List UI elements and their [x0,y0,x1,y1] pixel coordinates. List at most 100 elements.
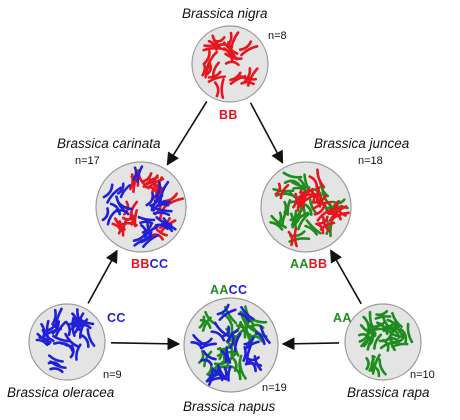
chromosome-A [239,317,251,340]
chromosome-A [291,181,311,193]
cell-napus [183,297,279,393]
genome-label-part: BB [308,257,328,271]
chromosome-B [129,209,138,228]
genome-label-part: BB [219,108,238,122]
chromosome-B [317,215,336,231]
chromosome-B [201,62,212,79]
genome-label-juncea: AABB [290,257,327,271]
genome-label-oleracea: CC [107,311,126,325]
cell-juncea [260,161,352,253]
genome-label-part: AA [210,283,229,297]
genome-label-rapa: AA [333,311,352,325]
chromosome-C [199,337,217,350]
chromosome-B [308,168,326,190]
chromosome-B [224,52,243,67]
cell-rapa [344,303,422,381]
chromosome-B [146,174,165,190]
chromosome-A [232,361,247,381]
chromosome-A [367,332,383,350]
chromosome-C [229,332,242,352]
genome-label-part: AA [333,311,352,325]
species-name-oleracea: Brassica oleracea [7,385,115,400]
chromosome-C [101,207,118,226]
chromosome-B [312,187,327,208]
chromosome-C [154,180,170,202]
chromosome-B [207,70,226,83]
chromosome-C [109,195,127,216]
chromosome-C [254,325,271,346]
cell-oleracea [28,303,106,381]
chromosome-C [35,332,52,347]
chromosome-B [111,217,126,233]
genome-label-carinata: BBCC [131,257,168,271]
chromosome-B [274,182,290,200]
chromosome-count-oleracea: n=9 [103,369,122,381]
species-name-nigra: Brassica nigra [182,6,268,21]
chromosome-B [238,40,259,57]
chromosome-A [269,214,287,231]
chromosome-C [200,349,217,366]
chromosome-C [116,182,132,199]
chromosome-C [205,367,221,386]
chromosome-C [242,344,252,365]
chromosome-count-juncea: n=18 [358,155,383,167]
chromosome-A [282,171,303,185]
chromosome-A [399,322,414,344]
chromosome-A [303,197,318,216]
chromosome-C [52,334,71,347]
chromosome-C [137,215,156,225]
genome-label-part: BB [131,257,150,271]
chromosome-B [229,71,247,86]
chromosome-C [210,321,231,342]
genome-label-part: AA [290,257,309,271]
chromosome-C [51,307,63,329]
species-name-juncea: Brassica juncea [314,136,410,151]
chromosome-C [132,165,144,184]
chromosome-count-nigra: n=8 [268,30,287,42]
arrow-nigra-to-carinata [166,100,208,166]
chromosome-C [102,183,123,204]
chromosome-C [80,328,96,348]
chromosome-C [216,303,237,322]
arrow-oleracea-to-carinata [87,249,118,304]
chromosome-C [150,205,173,217]
chromosome-count-rapa: n=10 [410,369,435,381]
chromosome-C [153,199,171,208]
chromosome-count-carinata: n=17 [75,155,100,167]
arrows [87,100,362,351]
chromosome-C [69,343,82,361]
chromosome-C [221,325,239,343]
cell-carinata [95,161,187,253]
chromosome-B [329,203,347,221]
chromosome-C [221,346,232,364]
species-name-rapa: Brassica rapa [347,385,430,400]
genome-label-napus: AACC [210,283,247,297]
chromosome-C [49,360,67,374]
chromosome-B [202,41,222,52]
chromosome-A [365,355,376,373]
genome-label-part: CC [107,311,126,325]
genome-label-part: CC [228,283,248,297]
chromosome-C [71,312,85,332]
arrow-rapa-to-juncea [330,249,362,305]
chromosome-B [213,78,225,99]
chromosome-C [237,305,255,323]
chromosome-C [154,216,173,231]
chromosome-count-napus: n=19 [262,382,287,394]
chromosome-A [362,331,377,351]
chromosome-B [243,67,259,87]
species-name-napus: Brassica napus [183,399,276,414]
genome-label-part: CC [149,257,169,271]
arrow-nigra-to-juncea [249,102,284,164]
chromosome-A [382,321,401,333]
genome-label-nigra: BB [219,108,238,122]
chromosome-B [287,227,298,248]
arrow-rapa-to-napus [281,337,340,351]
chromosome-C [243,336,260,350]
chromosome-A [381,333,396,352]
cells [28,25,422,393]
cell-nigra [191,25,269,103]
chromosome-A [197,349,213,368]
